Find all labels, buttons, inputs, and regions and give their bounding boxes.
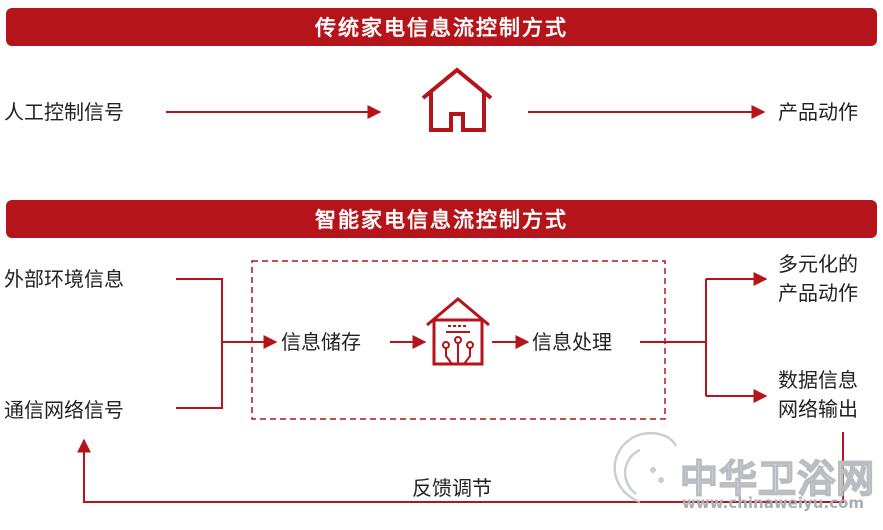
traditional-input-label: 人工控制信号 bbox=[4, 100, 124, 124]
watermark-logo-icon bbox=[613, 432, 678, 504]
traditional-output-label: 产品动作 bbox=[778, 100, 858, 124]
storage-label: 信息储存 bbox=[281, 330, 361, 354]
smart-title: 智能家电信息流控制方式 bbox=[315, 207, 568, 232]
traditional-title: 传统家电信息流控制方式 bbox=[315, 15, 568, 40]
traditional-banner: 传统家电信息流控制方式 bbox=[6, 8, 877, 46]
system-box bbox=[251, 260, 666, 420]
smart-banner: 智能家电信息流控制方式 bbox=[6, 200, 877, 238]
output-1-line2: 产品动作 bbox=[778, 281, 858, 305]
house-icon bbox=[421, 67, 493, 132]
env-input-label: 外部环境信息 bbox=[4, 267, 124, 291]
feedback-loop bbox=[77, 432, 844, 503]
watermark-url: www.chinaweiyu.com bbox=[682, 494, 864, 512]
network-input-label: 通信网络信号 bbox=[4, 398, 124, 422]
watermark-brand: 中华卫浴网 bbox=[679, 456, 876, 502]
line-env-input bbox=[176, 278, 223, 409]
output-2-line1: 数据信息 bbox=[778, 368, 858, 392]
feedback-label: 反馈调节 bbox=[412, 476, 492, 500]
smart-house-icon bbox=[426, 297, 490, 366]
processing-label: 信息处理 bbox=[532, 330, 612, 354]
output-2-line2: 网络输出 bbox=[778, 397, 858, 421]
output-1-line1: 多元化的 bbox=[778, 252, 858, 276]
